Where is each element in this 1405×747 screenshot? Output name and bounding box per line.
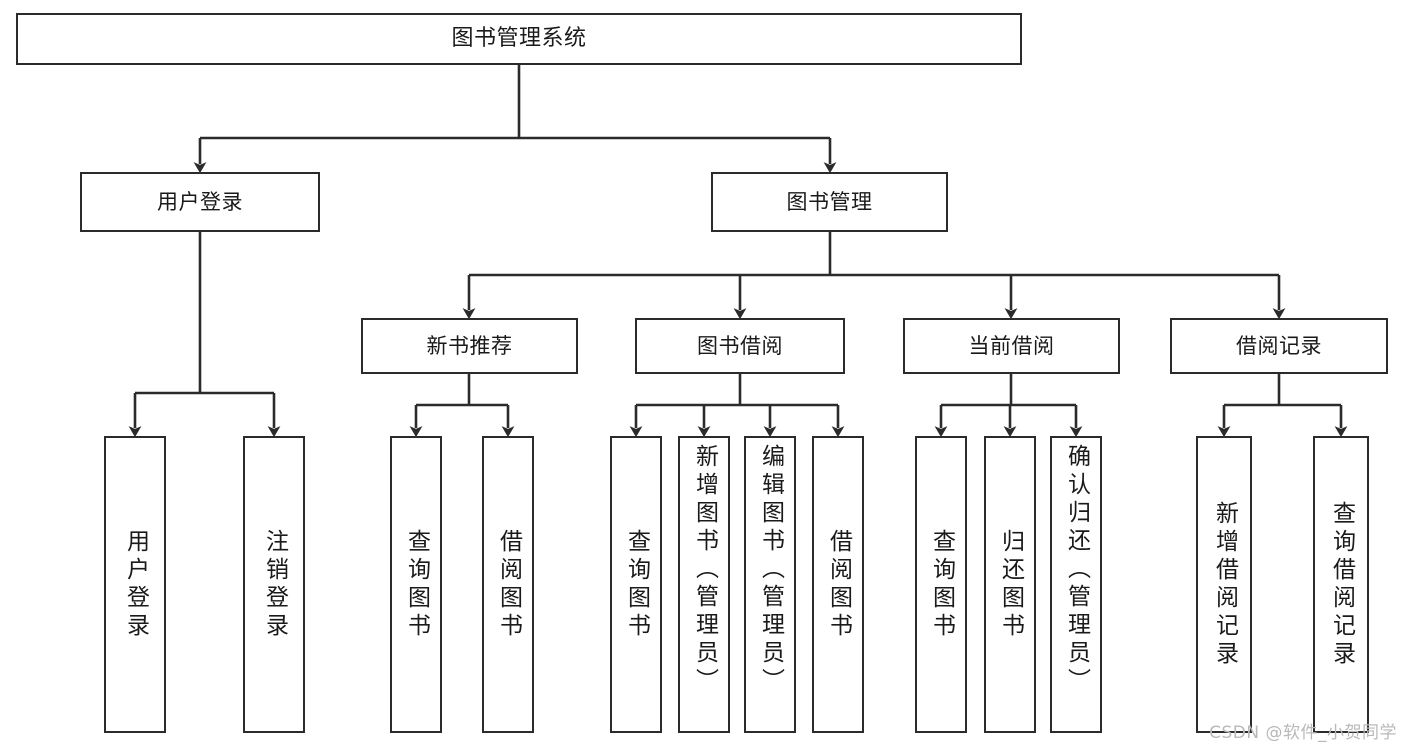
node-leaf[interactable]: 查询图书 [390,436,442,733]
node-label: 新增借阅记录 [1211,500,1238,669]
node-label: 查询借阅记录 [1328,500,1355,669]
node-leaf[interactable]: 借阅图书 [812,436,864,733]
node-label: 注销登录 [261,528,288,641]
node-book-borrow[interactable]: 图书借阅 [635,318,845,374]
node-label: 借阅记录 [1236,333,1322,358]
node-label: 新书推荐 [426,333,513,358]
node-label: 用户登录 [122,528,149,641]
node-label: 编辑图书（管理员） [757,444,784,696]
node-label: 查询图书 [623,528,650,641]
node-leaf[interactable]: 归还图书 [984,436,1036,733]
node-leaf[interactable]: 注销登录 [243,436,305,733]
node-current-borrow[interactable]: 当前借阅 [903,318,1120,374]
node-leaf[interactable]: 用户登录 [104,436,166,733]
node-leaf[interactable]: 新增借阅记录 [1196,436,1252,733]
node-label: 图书管理 [786,189,873,214]
node-label: 归还图书 [997,528,1024,641]
node-borrow-records[interactable]: 借阅记录 [1170,318,1388,374]
node-leaf[interactable]: 新增图书（管理员） [678,436,730,733]
node-leaf[interactable]: 查询图书 [610,436,662,733]
node-label: 图书借阅 [697,333,783,358]
node-leaf[interactable]: 查询图书 [915,436,967,733]
node-label: 借阅图书 [495,528,522,641]
node-leaf[interactable]: 确认归还（管理员） [1050,436,1102,733]
node-user-login[interactable]: 用户登录 [80,172,320,232]
node-label: 确认归还（管理员） [1063,444,1090,696]
node-leaf[interactable]: 借阅图书 [482,436,534,733]
node-book-management[interactable]: 图书管理 [711,172,948,232]
node-label: 当前借阅 [968,333,1055,358]
node-label: 查询图书 [928,528,955,641]
node-label: 借阅图书 [825,528,852,641]
node-label: 查询图书 [403,528,430,641]
node-label: 图书管理系统 [451,26,587,52]
node-book-management-system[interactable]: 图书管理系统 [16,13,1022,65]
node-leaf[interactable]: 编辑图书（管理员） [744,436,796,733]
node-label: 用户登录 [157,189,243,214]
node-new-book-recommend[interactable]: 新书推荐 [361,318,578,374]
node-leaf[interactable]: 查询借阅记录 [1313,436,1369,733]
node-label: 新增图书（管理员） [691,444,718,696]
